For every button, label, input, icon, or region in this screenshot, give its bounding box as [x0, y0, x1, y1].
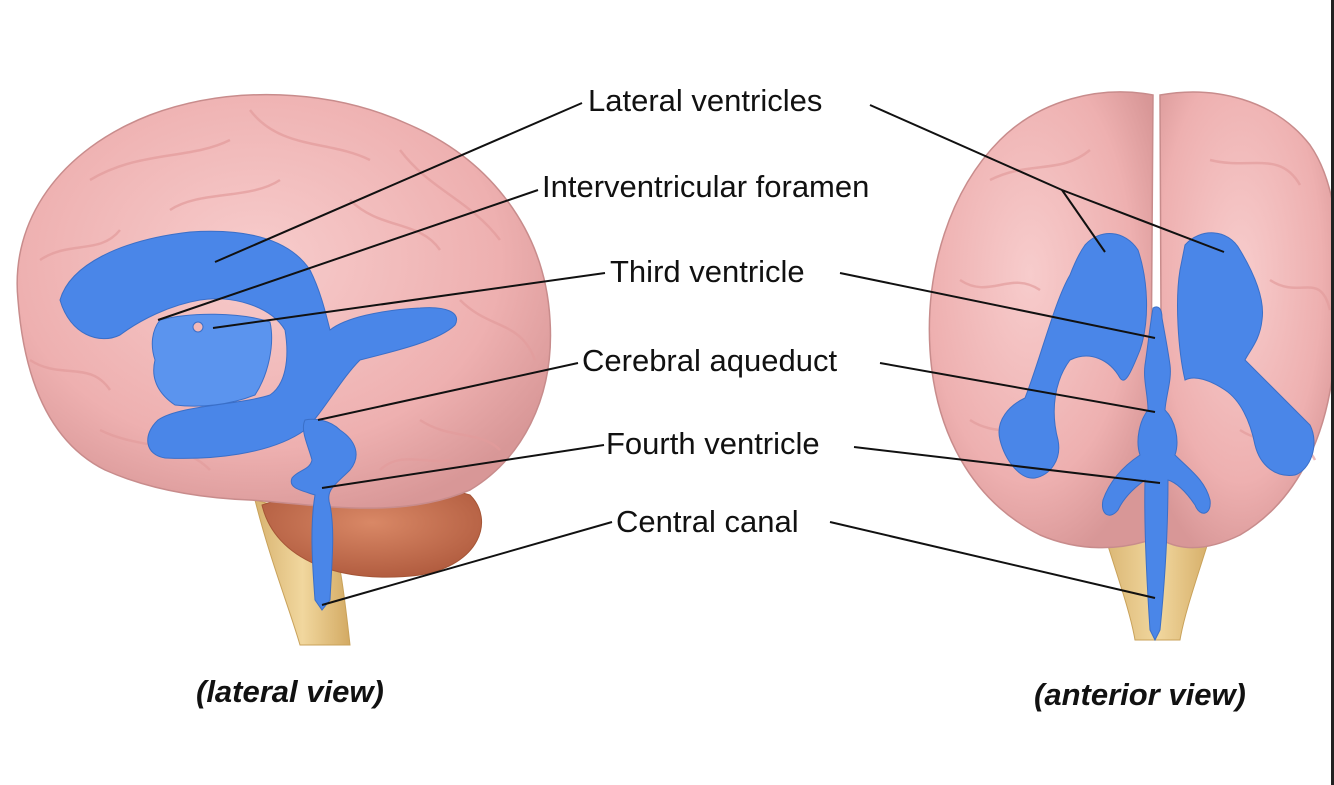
caption-lateral-view: (lateral view)	[196, 674, 384, 709]
leader-interventricular-foramen	[157, 189, 539, 321]
label-interventricular-foramen: Interventricular foramen	[542, 169, 870, 204]
leader-lateral-ventricles-left	[214, 102, 583, 263]
right-lateral-ventricle-anterior	[1177, 232, 1315, 476]
caption-anterior-view: (anterior view)	[1034, 677, 1246, 712]
leader-central-canal-right	[829, 521, 1156, 599]
label-cerebral-aqueduct: Cerebral aqueduct	[582, 343, 838, 378]
label-third-ventricle: Third ventricle	[610, 254, 805, 289]
ventricles-anterior	[998, 232, 1315, 642]
gyri-lateral	[29, 109, 537, 471]
interventricular-foramen-dot	[192, 321, 204, 333]
leader-cerebral-aqueduct-left	[317, 362, 579, 421]
third-ventricle-lateral	[151, 313, 273, 407]
leader-fourth-ventricle-left	[321, 444, 605, 489]
leader-third-ventricle-right	[839, 272, 1156, 339]
leader-lines	[157, 102, 1225, 606]
right-border	[1331, 0, 1334, 785]
label-fourth-ventricle: Fourth ventricle	[606, 426, 820, 461]
leader-central-canal-left	[321, 521, 613, 606]
aqueduct-fourth-ventricle-lateral	[290, 418, 357, 611]
third-ventricle-aqueduct-anterior	[1101, 306, 1211, 642]
leader-cerebral-aqueduct-right	[879, 362, 1156, 413]
label-lateral-ventricles: Lateral ventricles	[588, 83, 823, 118]
leader-lateral-ventricles-right-branch	[1061, 189, 1106, 253]
label-central-canal: Central canal	[616, 504, 799, 539]
left-lateral-ventricle-anterior	[998, 233, 1148, 479]
leader-third-ventricle-left	[212, 272, 606, 329]
ventricles-lateral	[59, 230, 458, 611]
leader-fourth-ventricle-right	[853, 446, 1161, 484]
left-hemisphere-anterior	[928, 91, 1154, 549]
